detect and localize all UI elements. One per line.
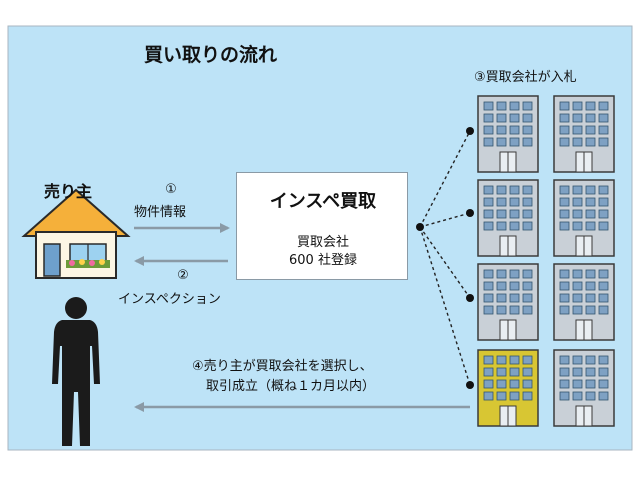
connector-dots [416, 127, 474, 389]
selected-building-icon [477, 349, 539, 427]
building-icon [477, 179, 539, 257]
building-icon [477, 95, 539, 173]
step1-number: ① [165, 182, 177, 197]
building-icon [553, 179, 615, 257]
step1-label: 物件情報 [134, 205, 187, 220]
seller-label: 売り主 [44, 182, 93, 201]
house-icon [21, 188, 131, 279]
building-icon [553, 263, 615, 341]
company-sub-line2: 600 社登録 [289, 253, 357, 268]
bid-connector-lines [419, 130, 471, 386]
building-icon [553, 95, 615, 173]
company-name: インスペ買取 [269, 191, 377, 212]
step2-number: ② [177, 268, 189, 283]
person-silhouette-icon [52, 297, 100, 446]
step4-line2: 取引成立（概ね１カ月以内） [206, 379, 376, 394]
page-title: 買い取りの流れ [144, 44, 278, 66]
bidder-buildings-grid [477, 95, 615, 427]
step2-label: インスペクション [118, 292, 221, 307]
building-icon [477, 263, 539, 341]
company-sub-line1: 買取会社 [296, 235, 349, 250]
buyer-company-box: インスペ買取 買取会社 600 社登録 [236, 172, 408, 280]
building-icon [553, 349, 615, 427]
step4-line1: ④売り主が買取会社を選択し、 [192, 359, 373, 374]
step3-label: ③買取会社が入札 [474, 70, 577, 85]
